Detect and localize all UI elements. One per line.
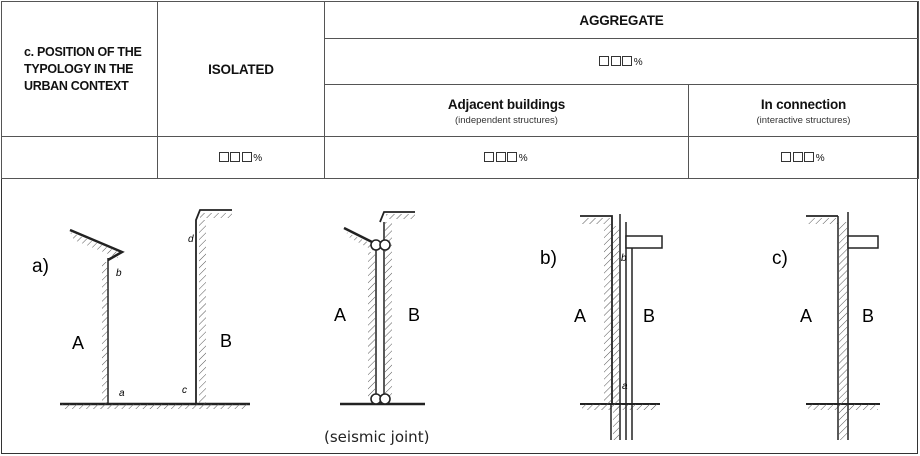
building-a-label: A xyxy=(72,333,84,353)
diagram-a: a) A B b a c d xyxy=(32,209,250,409)
connection-subtitle: (interactive structures) xyxy=(756,114,851,126)
point-a: a xyxy=(119,388,125,399)
aggregate-percent-field[interactable]: % xyxy=(324,38,919,85)
slab-a xyxy=(580,215,613,404)
roof-hatch-a xyxy=(70,232,118,258)
typology-table: c. POSITION OF THE TYPOLOGY IN THE URBAN… xyxy=(1,1,919,179)
adjacent-percent-field[interactable]: % xyxy=(324,136,689,179)
label-c: c) xyxy=(772,248,788,269)
wall-hatch-left xyxy=(368,252,375,398)
connection-header: In connection (interactive structures) xyxy=(688,84,919,137)
roof-hatch-b xyxy=(200,213,232,218)
building-b-label: B xyxy=(643,306,655,326)
adjacent-title: Adjacent buildings xyxy=(447,96,566,112)
percent-sign: % xyxy=(518,152,529,164)
slab-hatch-a xyxy=(582,218,610,224)
wall-hatch-a xyxy=(102,262,108,404)
roof-hatch-right xyxy=(386,214,415,219)
label-a: a) xyxy=(32,256,49,277)
building-a-label: A xyxy=(800,306,812,326)
seismic-joint-caption: (seismic joint) xyxy=(324,428,430,446)
digit-box xyxy=(599,55,610,66)
wall-hatch-a xyxy=(604,224,611,404)
building-a-label: A xyxy=(574,306,586,326)
building-b-label: B xyxy=(408,305,420,325)
slab-b xyxy=(625,235,663,249)
row-label: c. POSITION OF THE TYPOLOGY IN THE URBAN… xyxy=(1,1,158,137)
row-label-text: c. POSITION OF THE TYPOLOGY IN THE URBAN… xyxy=(24,44,142,93)
joint-hinge-icon xyxy=(379,239,391,251)
percent-sign: % xyxy=(815,152,826,164)
connection-percent-field[interactable]: % xyxy=(688,136,919,179)
digit-box xyxy=(804,151,815,162)
digit-box xyxy=(484,151,495,162)
wall-hatch-a2 xyxy=(613,226,619,440)
wall-b xyxy=(195,209,232,404)
wall-hatch xyxy=(839,222,847,440)
ground-hatch xyxy=(62,404,248,409)
slab-b xyxy=(847,235,879,249)
adjacent-subtitle: (independent structures) xyxy=(455,114,558,126)
digit-box xyxy=(230,151,241,162)
point-c: c xyxy=(182,385,187,396)
wall-hatch-b xyxy=(199,220,206,404)
adjacent-header: Adjacent buildings (independent structur… xyxy=(324,84,689,137)
digit-box xyxy=(218,151,229,162)
isolated-percent-field[interactable]: % xyxy=(157,136,325,179)
digit-box xyxy=(792,151,803,162)
digit-box xyxy=(495,151,506,162)
roof-right xyxy=(379,211,415,223)
point-b: b xyxy=(116,268,122,279)
digit-box xyxy=(610,55,621,66)
building-b-label: B xyxy=(862,306,874,326)
building-b-label: B xyxy=(220,331,232,351)
point-d: d xyxy=(188,234,194,245)
connection-title: In connection xyxy=(760,96,847,112)
joint-hinge-icon xyxy=(379,393,391,405)
diagram-c: c) A B xyxy=(772,212,880,440)
label-b: b) xyxy=(540,248,557,269)
wall-hatch-right xyxy=(385,222,392,398)
digit-box xyxy=(622,55,633,66)
diagram-b: b) A B b a xyxy=(540,214,663,440)
slab-hatch-a xyxy=(808,218,838,224)
roof-a xyxy=(69,228,125,262)
diagram-joint: A B xyxy=(334,211,425,406)
digit-box xyxy=(507,151,518,162)
point-a: a xyxy=(622,381,628,392)
digit-box xyxy=(781,151,792,162)
building-a-label: A xyxy=(334,305,346,325)
digit-box xyxy=(241,151,252,162)
roof-hatch-left xyxy=(346,232,376,252)
blank-cell xyxy=(1,136,158,179)
point-b: b xyxy=(621,253,627,264)
percent-sign: % xyxy=(253,152,264,164)
percent-sign: % xyxy=(633,56,644,68)
